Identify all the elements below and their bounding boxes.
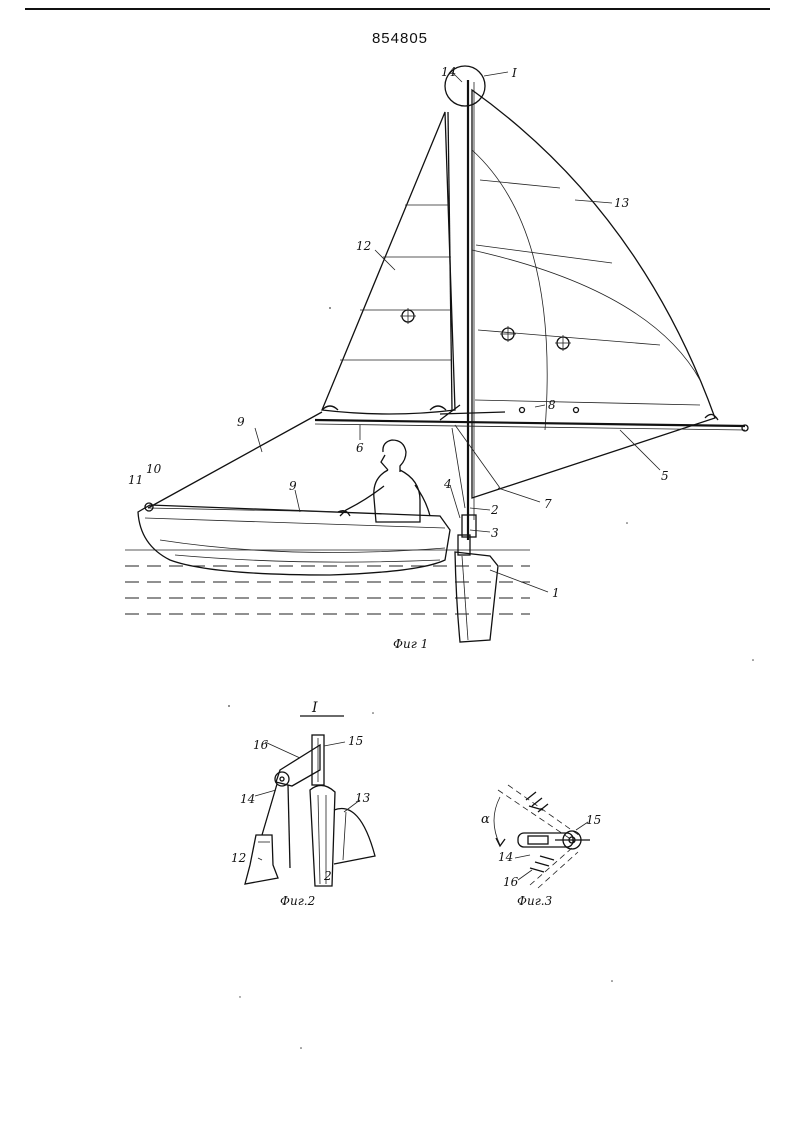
figure-2: I 16 15 14 13 12 2 Фиг.2 [231,700,376,908]
label-3: 3 [491,526,499,540]
fig2-label-15: 15 [348,734,363,748]
hull [137,504,451,576]
label-10: 10 [146,462,162,476]
scan-specks [228,307,754,1049]
label-7: 7 [544,497,552,511]
boom [314,404,749,432]
figure-3: α 15 14 16 Фиг.3 [481,784,601,908]
label-8: 8 [548,398,556,412]
mast [461,80,477,540]
figure-1: 14 I 13 12 8 9 6 5 4 10 11 9 7 2 3 1 Фиг… [125,65,749,651]
jib-sail [321,111,456,415]
sailor-figure [337,439,431,523]
label-14: 14 [441,65,456,79]
figure-1-caption: Фиг 1 [393,637,428,651]
label-6: 6 [356,441,364,455]
label-4: 4 [443,477,452,491]
label-13: 13 [614,196,630,210]
fig2-label-14: 14 [240,792,255,806]
detail-circle-I [444,65,486,107]
fig3-label-16: 16 [503,875,519,889]
stay-lines [144,411,501,513]
label-1: 1 [552,586,560,600]
label-I: I [511,66,517,80]
label-9-lower: 9 [289,479,297,493]
fig2-label-13: 13 [355,791,371,805]
header-rule [25,8,770,10]
main-sail [471,88,716,499]
label-12: 12 [356,239,371,253]
water-lines [125,549,530,615]
fig3-label-14: 14 [498,850,513,864]
label-9-upper: 9 [237,415,245,429]
fig2-label-12: 12 [231,851,246,865]
figure-2-caption: Фиг.2 [280,894,315,908]
fig2-label-16: 16 [253,738,269,752]
fig3-label-alpha: α [481,812,490,827]
label-5: 5 [661,469,669,483]
rudder-blade [454,534,499,643]
patent-number: 854805 [371,30,429,47]
fig2-label-2: 2 [323,869,332,883]
leader-lines [254,71,661,593]
figure-3-caption: Фиг.3 [517,894,553,908]
label-11: 11 [128,473,143,487]
label-2: 2 [490,503,499,517]
fig3-label-15: 15 [586,813,601,827]
figure-2-title: I [311,700,318,716]
